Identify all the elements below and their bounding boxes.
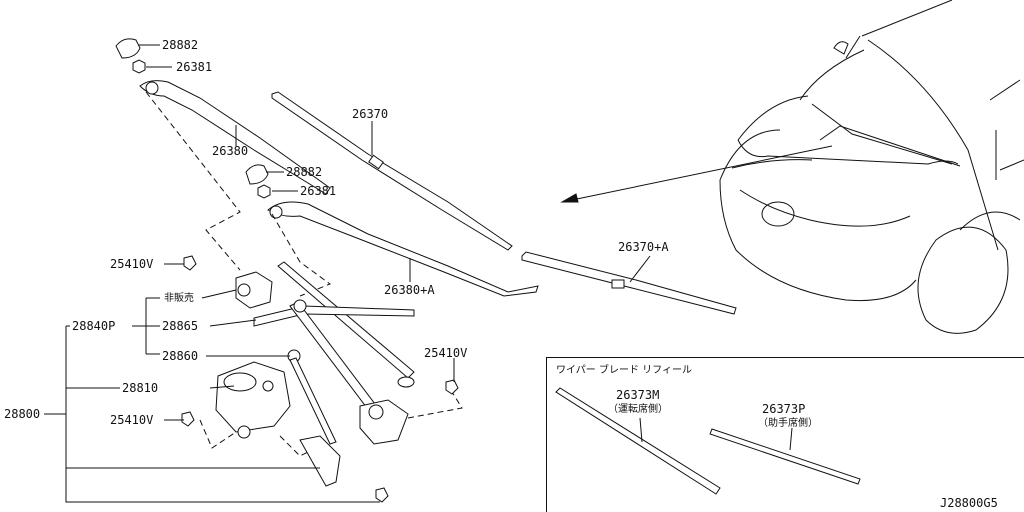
part-label-blade-assist: 26370+A bbox=[618, 240, 669, 254]
refill-drawings bbox=[555, 387, 861, 495]
refill-driver-side: （運転席側） bbox=[608, 404, 668, 415]
part-label-nut-upper: 26381 bbox=[176, 60, 213, 74]
part-label-cap-lower: 28882 bbox=[286, 165, 323, 179]
part-label-pivot: 28860 bbox=[162, 349, 199, 363]
diagram-code: J28800G5 bbox=[940, 496, 998, 510]
part-label-linkage: 28865 bbox=[162, 319, 199, 333]
blade-assist-drawing bbox=[521, 251, 737, 315]
part-label-nut-lower: 26381 bbox=[300, 184, 337, 198]
arm-assist-drawing bbox=[267, 201, 539, 297]
cap-upper-drawing bbox=[115, 38, 160, 59]
car-front-drawing bbox=[719, 0, 1024, 334]
refill-driver-part: 26373M bbox=[616, 388, 660, 402]
refill-panel bbox=[546, 357, 1024, 512]
part-label-arm-driver: 26380 bbox=[212, 144, 249, 158]
part-label-arm-assist: 26380+A bbox=[384, 283, 435, 297]
dashed-leaders bbox=[145, 91, 463, 457]
refill-assist-side: （助手席側） bbox=[758, 418, 818, 429]
refill-assist-part: 26373P bbox=[762, 402, 806, 416]
linkage-drawing bbox=[235, 261, 415, 445]
part-label-linkage-set: 28840P bbox=[72, 319, 116, 333]
arm-driver-drawing bbox=[139, 80, 331, 195]
motor-drawing bbox=[215, 361, 341, 487]
part-label-blade-driver: 26370 bbox=[352, 107, 389, 121]
cap-lower-drawing bbox=[245, 164, 298, 199]
part-label-cap-upper: 28882 bbox=[162, 38, 199, 52]
nut-upper-drawing bbox=[132, 59, 172, 74]
part-label-bolt-lower: 25410V bbox=[110, 413, 154, 427]
part-label-bolt-right: 25410V bbox=[424, 346, 468, 360]
bolt-drawings bbox=[181, 255, 459, 503]
reference-bracket bbox=[44, 263, 455, 503]
direction-arrow bbox=[560, 145, 833, 203]
refill-title: ワイパー ブレード リフィール bbox=[556, 365, 692, 376]
part-label-bolt-left: 25410V bbox=[110, 257, 154, 271]
part-label-not-sold: 非販売 bbox=[164, 293, 194, 304]
part-label-motor: 28810 bbox=[122, 381, 159, 395]
blade-driver-drawing bbox=[271, 91, 513, 251]
part-label-assembly: 28800 bbox=[4, 407, 41, 421]
